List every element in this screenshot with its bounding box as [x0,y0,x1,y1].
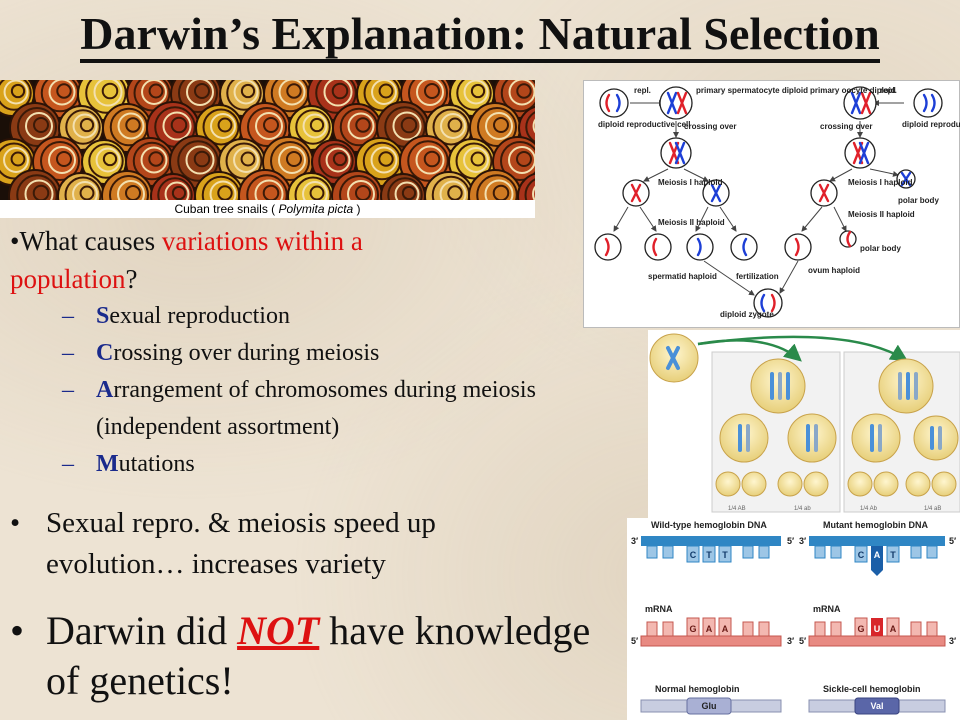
svg-text:Val: Val [870,701,883,711]
svg-text:ovum haploid: ovum haploid [808,266,860,275]
svg-text:Meiosis II haploid: Meiosis II haploid [658,218,725,227]
svg-text:3′: 3′ [631,536,638,546]
svg-text:5′: 5′ [799,636,806,646]
spermatid [644,233,672,261]
svg-text:fertilization: fertilization [736,272,779,281]
not-emphasis: NOT [237,608,320,653]
svg-text:A: A [890,624,897,634]
svg-text:G: G [689,624,696,634]
cause-item: –Arrangement of chromosomes during meios… [62,377,536,440]
svg-text:mRNA: mRNA [645,604,673,614]
svg-text:repl.: repl. [880,86,897,95]
meiosis-diagram: repl. diploid reproductive cell primary … [583,80,960,328]
svg-text:3′: 3′ [799,536,806,546]
cause-item: –Crossing over during meiosis [62,340,380,366]
svg-text:spermatid haploid: spermatid haploid [648,272,717,281]
cause-item: –Mutations [62,451,195,477]
svg-text:mRNA: mRNA [813,604,841,614]
svg-text:5′: 5′ [787,536,794,546]
svg-text:C: C [858,550,865,560]
svg-text:polar body: polar body [860,244,901,253]
slide-title: Darwin’s Explanation: Natural Selection [0,6,960,63]
sickle-cell-mutation-diagram: Wild-type hemoglobin DNA Mutant hemoglob… [627,518,960,720]
diploid-cell [599,88,629,118]
independent-assortment-diagram: 1/4 AB 1/4 ab 1/4 Ab 1/4 aB [648,330,960,518]
svg-text:Meiosis I haploid: Meiosis I haploid [848,178,913,187]
svg-text:A: A [706,624,713,634]
svg-text:Normal hemoglobin: Normal hemoglobin [655,684,740,694]
svg-text:diploid zygote: diploid zygote [720,310,774,319]
svg-text:crossing over: crossing over [684,122,736,131]
svg-text:Meiosis I haploid: Meiosis I haploid [658,178,723,187]
svg-text:repl.: repl. [634,86,651,95]
svg-text:1/4 AB: 1/4 AB [728,506,746,512]
svg-text:G: G [857,624,864,634]
svg-text:Sickle-cell hemoglobin: Sickle-cell hemoglobin [823,684,921,694]
svg-text:A: A [722,624,729,634]
svg-text:Mutant hemoglobin DNA: Mutant hemoglobin DNA [823,520,928,530]
svg-text:1/4 Ab: 1/4 Ab [860,506,878,512]
svg-text:polar body: polar body [898,196,939,205]
statement-evolution-speed: • Sexual repro. & meiosis speed up evolu… [10,507,436,580]
svg-text:primary oocyte diploid: primary oocyte diploid [810,86,896,95]
diploid-cell [913,88,943,118]
photo-caption: Cuban tree snails ( Polymita picta ) [0,200,535,218]
svg-text:1/4 aB: 1/4 aB [924,506,941,512]
snail-photo [0,80,535,216]
svg-text:5′: 5′ [949,536,956,546]
svg-text:diploid reproductive cell: diploid reproductive cell [902,120,960,129]
svg-text:5′: 5′ [631,636,638,646]
zygote [753,288,783,318]
svg-text:C: C [690,550,697,560]
svg-text:U: U [874,624,881,634]
svg-text:3′: 3′ [787,636,794,646]
svg-text:primary spermatocyte diploid: primary spermatocyte diploid [696,86,808,95]
svg-text:T: T [722,550,728,560]
svg-text:T: T [706,550,712,560]
svg-text:3′: 3′ [949,636,956,646]
svg-text:T: T [890,550,896,560]
svg-text:1/4 ab: 1/4 ab [794,506,811,512]
svg-text:A: A [874,550,881,560]
svg-text:Glu: Glu [702,701,717,711]
svg-text:Meiosis II haploid: Meiosis II haploid [848,210,915,219]
svg-text:crossing over: crossing over [820,122,872,131]
svg-text:Wild-type hemoglobin DNA: Wild-type hemoglobin DNA [651,520,767,530]
cause-item: –Sexual reproduction [62,303,290,329]
statement-darwin-genetics: • Darwin did NOT have knowledge of genet… [10,608,591,703]
svg-text:diploid reproductive cell: diploid reproductive cell [598,120,690,129]
